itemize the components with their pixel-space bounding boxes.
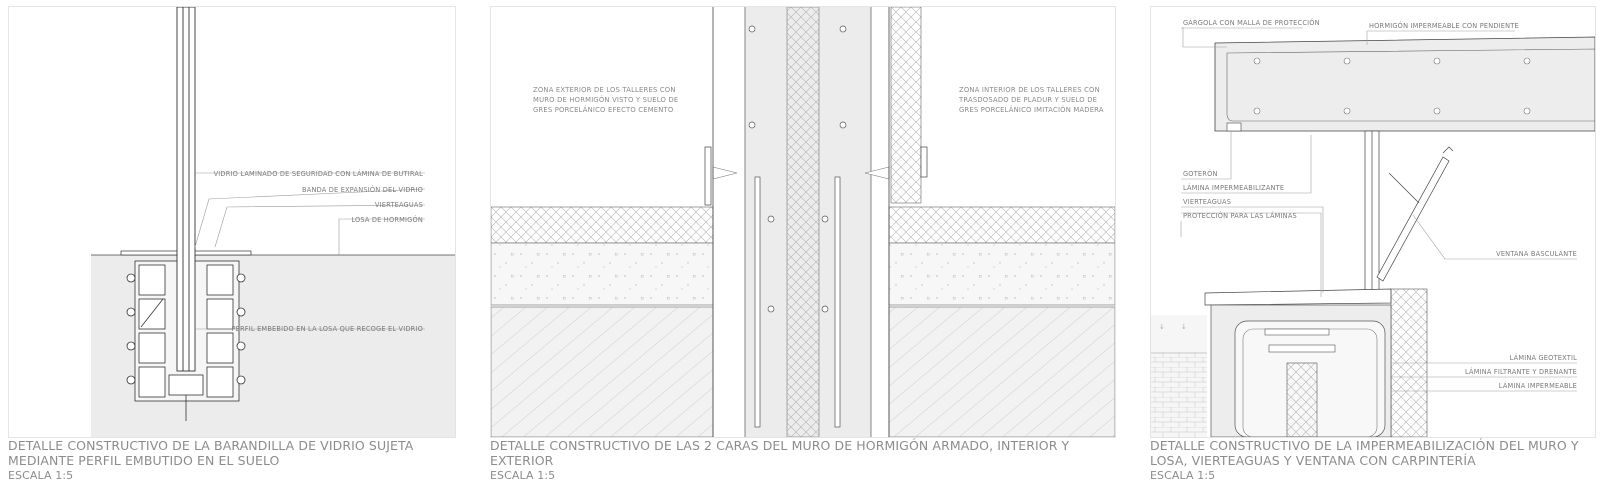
label-filtrante: LÁMINA FILTRANTE Y DRENANTE [1465,367,1577,376]
label-banda: BANDA DE EXPANSIÓN DEL VIDRIO [302,185,423,194]
detail-panel-wall: ZONA EXTERIOR DE LOS TALLERES CON MURO D… [490,6,1116,438]
caption-railing: DETALLE CONSTRUCTIVO DE LA BARANDILLA DE… [8,438,478,483]
laminated-glass [176,7,196,372]
svg-text:↓: ↓ [1181,323,1187,331]
wall-drawing [491,7,1115,437]
caption-waterproofing: DETALLE CONSTRUCTIVO DE LA IMPERMEABILIZ… [1150,438,1602,483]
roof-slab [1214,36,1595,132]
caption-scale: ESCALA 1:5 [490,469,556,482]
sill-and-wall: ↓↓ [1151,288,1428,437]
leader-lines [1180,27,1577,392]
label-ventana: VENTANA BASCULANTE [1496,250,1577,258]
label-impermeable: LÁMINA IMPERMEABLE [1499,381,1577,390]
label-proteccion: PROTECCIÓN PARA LAS LÁMINAS [1183,211,1297,220]
label-vierteaguas: VIERTEAGUAS [1183,198,1231,206]
note-interior: ZONA INTERIOR DE LOS TALLERES CON TRASDO… [959,86,1104,114]
caption-text: DETALLE CONSTRUCTIVO DE LA BARANDILLA DE… [8,438,414,468]
caption-wall: DETALLE CONSTRUCTIVO DE LAS 2 CARAS DEL … [490,438,1130,483]
detail-panel-railing: VIDRIO LAMINADO DE SEGURIDAD CON LÁMINA … [8,6,456,438]
note-exterior: ZONA EXTERIOR DE LOS TALLERES CON MURO D… [533,86,679,114]
pivot-window [1364,130,1454,294]
railing-drawing: VIDRIO LAMINADO DE SEGURIDAD CON LÁMINA … [91,7,455,437]
label-geotextil: LÁMINA GEOTEXTIL [1510,353,1578,362]
interior-floor [864,7,1115,437]
caption-text: DETALLE CONSTRUCTIVO DE LA IMPERMEABILIZ… [1150,438,1579,468]
waterproofing-drawing: ↓↓ GÁRGOLA CON MALLA DE PROTECCIÓN HORMI… [1151,18,1595,437]
label-perfil: PERFIL EMBEBIDO EN LA LOSA QUE RECOGE EL… [231,325,423,333]
leader-lines [194,172,426,330]
label-gargola: GÁRGOLA CON MALLA DE PROTECCIÓN [1183,18,1320,27]
svg-text:↓: ↓ [1159,323,1165,331]
wall-insulation [786,7,820,437]
label-goteron: GOTERÓN [1183,169,1218,178]
exterior-floor [491,146,738,437]
label-losa: LOSA DE HORMIGÓN [351,215,423,224]
label-lamina-imp: LÁMINA IMPERMEABILIZANTE [1183,183,1284,192]
caption-text: DETALLE CONSTRUCTIVO DE LAS 2 CARAS DEL … [490,438,1070,468]
caption-scale: ESCALA 1:5 [8,469,74,482]
caption-scale: ESCALA 1:5 [1150,469,1216,482]
label-hormigon: HORMIGÓN IMPERMEABLE CON PENDIENTE [1369,21,1519,30]
label-vidrio: VIDRIO LAMINADO DE SEGURIDAD CON LÁMINA … [214,169,424,178]
detail-panel-waterproofing: ↓↓ GÁRGOLA CON MALLA DE PROTECCIÓN HORMI… [1150,6,1596,438]
label-vierteaguas: VIERTEAGUAS [375,201,423,209]
